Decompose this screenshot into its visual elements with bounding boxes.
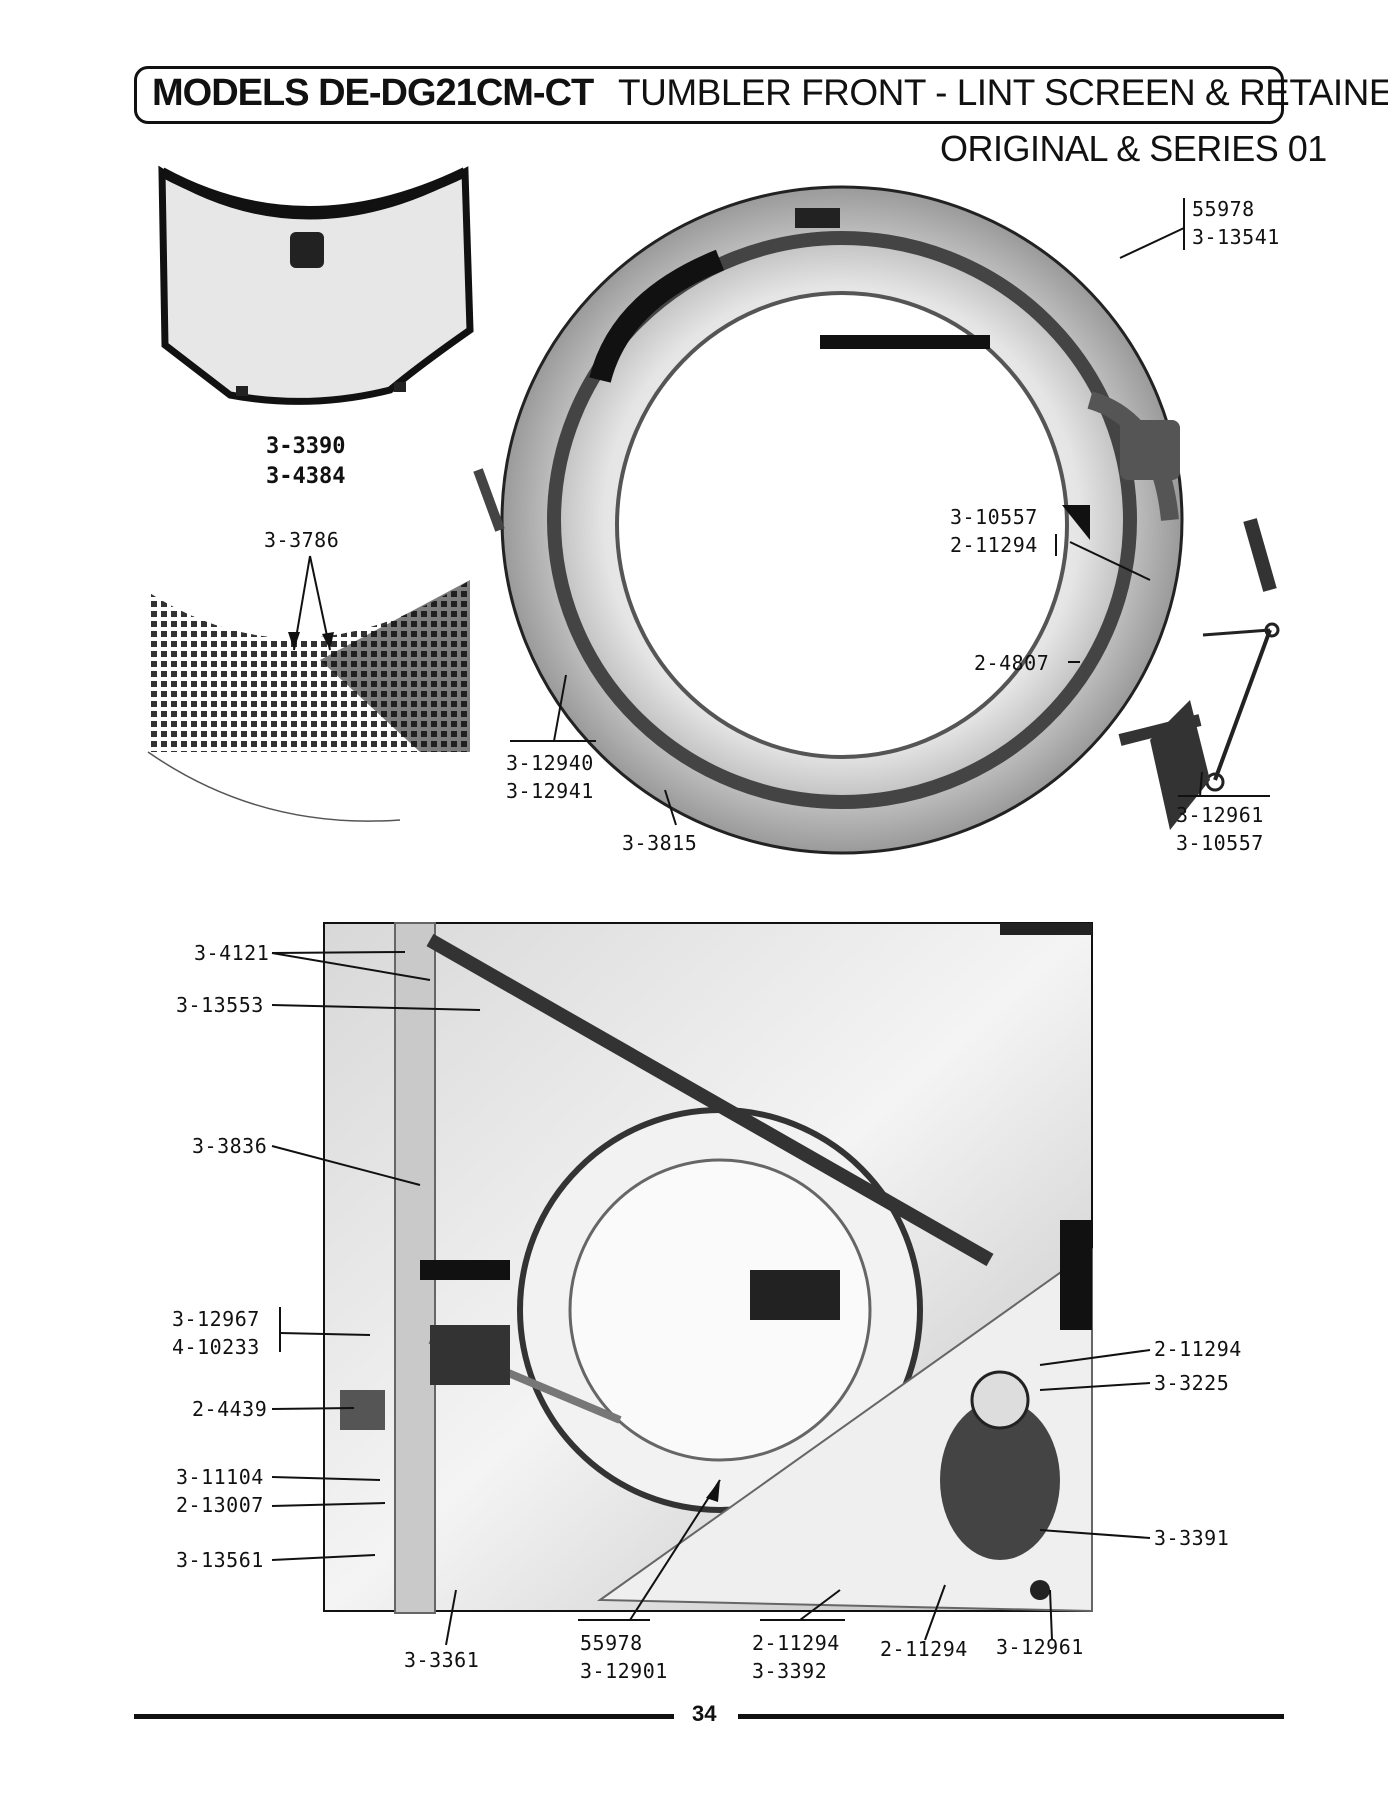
title-frame <box>134 66 1284 124</box>
lint-screen-image <box>158 165 474 405</box>
screw-b-label: 2-13007 <box>176 1493 264 1517</box>
series-subtitle: ORIGINAL & SERIES 01 <box>940 128 1327 169</box>
leader-lines-bottom <box>271 951 1151 1646</box>
retainer-label: 3-13553 <box>176 993 264 1017</box>
panel-label: 3-3361 <box>404 1648 480 1672</box>
right-mid-label: 3-3225 <box>1154 1371 1230 1395</box>
footer-rule <box>134 1714 1284 1719</box>
models-heading: MODELS DE-DG21CM-CT <box>152 72 594 114</box>
section-title: TUMBLER FRONT - LINT SCREEN & RETAINER <box>618 72 1388 113</box>
rivet-label: 3-3815 <box>622 831 698 855</box>
lint-screen-label-1: 3-3390 <box>266 434 346 459</box>
hinge-label-1: 3-12967 <box>172 1307 260 1331</box>
tumbler-assembly-image <box>323 922 1093 1614</box>
bolt-label: 2-11294 <box>880 1637 968 1661</box>
mount-label-1: 2-11294 <box>752 1631 840 1655</box>
duct-label: 3-3836 <box>192 1134 268 1158</box>
leader-lines-top <box>293 198 1270 826</box>
tumbler-front-image <box>473 185 1280 855</box>
right-low-label: 3-3391 <box>1154 1526 1230 1550</box>
front-label-2: 3-12901 <box>580 1659 668 1683</box>
screw-a-label: 3-11104 <box>176 1465 264 1489</box>
screen-grid-label: 3-3786 <box>264 528 340 552</box>
rim-label-1: 3-12940 <box>506 751 594 775</box>
mount-label-2: 3-3392 <box>752 1659 828 1683</box>
tumbler-front-label-1: 55978 <box>1192 197 1255 221</box>
tumbler-front-label-2: 3-13541 <box>1192 225 1280 249</box>
seal-label-1: 3-10557 <box>950 505 1038 529</box>
lint-screen-label-2: 3-4384 <box>266 464 346 489</box>
rod-label-1: 3-12961 <box>1176 803 1264 827</box>
page-number: 34 <box>692 1701 717 1726</box>
screen-mesh-image <box>147 580 470 822</box>
clip-label: 2-4807 <box>974 651 1050 675</box>
nut-label: 3-12961 <box>996 1635 1084 1659</box>
hinge-label-2: 4-10233 <box>172 1335 260 1359</box>
screw-c-label: 3-13561 <box>176 1548 264 1572</box>
rod-label-2: 3-10557 <box>1176 831 1264 855</box>
seal-label-2: 2-11294 <box>950 533 1038 557</box>
rim-label-2: 3-12941 <box>506 779 594 803</box>
latch-label: 2-4439 <box>192 1397 268 1421</box>
right-top-label: 2-11294 <box>1154 1337 1242 1361</box>
bracket-label: 3-4121 <box>194 941 270 965</box>
front-label-1: 55978 <box>580 1631 643 1655</box>
